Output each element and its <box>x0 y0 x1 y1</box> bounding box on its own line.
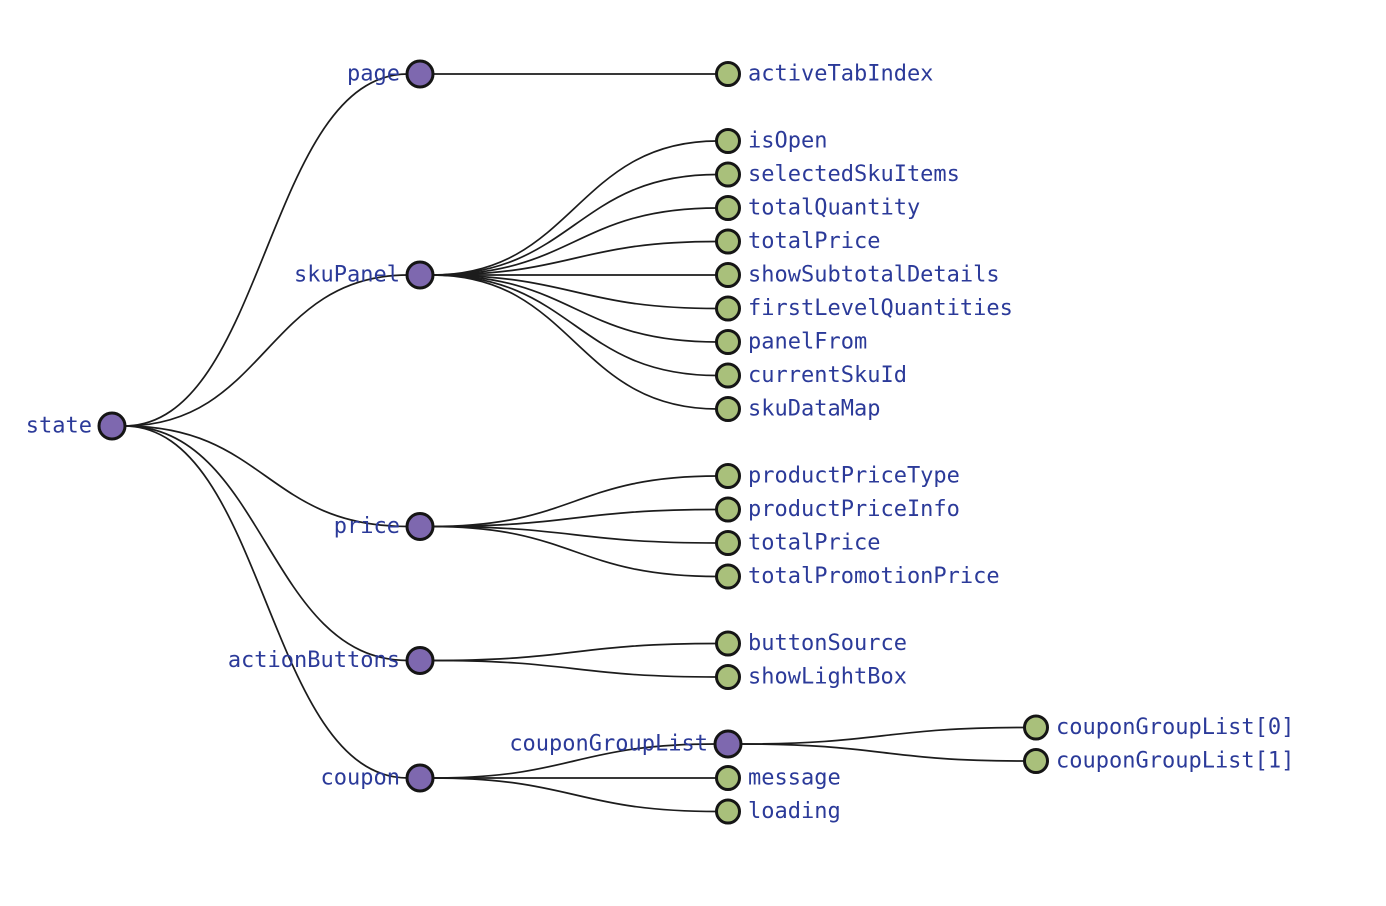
tree-link-actionButtons-showLightBox <box>431 659 719 678</box>
tree-link-skuPanel-selectedSkuItems <box>431 173 719 276</box>
tree-link-skuPanel-skuDataMap <box>431 274 719 410</box>
tree-label-firstLevelQuantities[interactable]: firstLevelQuantities <box>748 296 1013 321</box>
tree-node-selectedSkuItems[interactable] <box>715 161 741 188</box>
tree-node-price[interactable] <box>405 512 435 541</box>
tree-link-price-productPriceType <box>431 475 719 528</box>
tree-label-isOpen[interactable]: isOpen <box>748 129 827 154</box>
tree-label-activeTabIndex[interactable]: activeTabIndex <box>748 62 933 87</box>
tree-label-state[interactable]: state <box>26 414 92 439</box>
nodes-layer <box>97 59 1049 825</box>
tree-label-loading[interactable]: loading <box>748 799 841 824</box>
tree-label-skuDataMap[interactable]: skuDataMap <box>748 397 880 422</box>
tree-link-state-actionButtons <box>123 425 409 662</box>
tree-label-productPriceType[interactable]: productPriceType <box>748 464 960 489</box>
tree-node-message[interactable] <box>715 765 741 791</box>
tree-link-state-coupon <box>123 425 409 779</box>
tree-node-isOpen[interactable] <box>715 128 741 154</box>
tree-label-skuPanel[interactable]: skuPanel <box>294 263 400 288</box>
tree-node-firstLevelQuantities[interactable] <box>715 295 741 322</box>
tree-node-price-totalPrice[interactable] <box>715 530 741 556</box>
tree-label-message[interactable]: message <box>748 766 841 791</box>
tree-link-couponGroupList-couponGroupList-1 <box>739 743 1027 762</box>
tree-link-state-skuPanel <box>123 274 409 427</box>
tree-node-coupon[interactable] <box>405 763 435 793</box>
tree-label-coupon[interactable]: coupon <box>321 766 400 791</box>
tree-node-page[interactable] <box>405 59 435 89</box>
tree-link-skuPanel-isOpen <box>431 140 719 276</box>
tree-link-price-totalPromotionPrice <box>431 525 719 578</box>
tree-label-couponGroupList-1[interactable]: couponGroupList[1] <box>1056 749 1294 774</box>
tree-label-showSubtotalDetails[interactable]: showSubtotalDetails <box>748 263 1000 288</box>
tree-node-activeTabIndex[interactable] <box>715 61 741 87</box>
tree-label-couponGroupList-0[interactable]: couponGroupList[0] <box>1056 715 1294 740</box>
tree-node-couponGroupList-1[interactable] <box>1023 748 1049 774</box>
tree-node-showLightBox[interactable] <box>715 664 741 690</box>
labels-layer: state page activeTabIndex skuPanel isOpen sel… <box>26 62 1295 825</box>
tree-node-productPriceType[interactable] <box>715 463 741 489</box>
tree-link-coupon-loading <box>431 777 719 813</box>
tree-node-skuPanel[interactable] <box>405 260 435 290</box>
tree-label-price-totalPrice[interactable]: totalPrice <box>748 531 880 556</box>
tree-label-actionButtons[interactable]: actionButtons <box>228 648 400 673</box>
tree-label-panelFrom[interactable]: panelFrom <box>748 330 867 355</box>
tree-node-productPriceInfo[interactable] <box>715 496 741 523</box>
tree-label-totalQuantity[interactable]: totalQuantity <box>748 196 920 221</box>
tree-label-page[interactable]: page <box>347 62 400 87</box>
tree-node-actionButtons[interactable] <box>405 646 435 675</box>
tree-node-totalQuantity[interactable] <box>715 195 741 221</box>
tree-link-price-productPriceInfo <box>431 508 719 528</box>
tree-label-currentSkuId[interactable]: currentSkuId <box>748 363 907 388</box>
tree-link-skuPanel-totalQuantity <box>431 207 719 276</box>
tree-label-selectedSkuItems[interactable]: selectedSkuItems <box>748 162 960 187</box>
tree-link-couponGroupList-couponGroupList-0 <box>739 726 1027 745</box>
tree-link-skuPanel-firstLevelQuantities <box>431 274 719 310</box>
tree-label-productPriceInfo[interactable]: productPriceInfo <box>748 497 960 522</box>
tree-label-skuPanel-totalPrice[interactable]: totalPrice <box>748 229 880 254</box>
tree-node-skuPanel-totalPrice[interactable] <box>715 228 741 255</box>
tree-link-skuPanel-panelFrom <box>431 274 719 343</box>
tree-link-skuPanel-skuPanel-totalPrice <box>431 240 719 276</box>
tree-node-totalPromotionPrice[interactable] <box>715 563 741 590</box>
tree-node-couponGroupList[interactable] <box>713 729 743 759</box>
tree-node-couponGroupList-0[interactable] <box>1023 714 1049 741</box>
tree-label-buttonSource[interactable]: buttonSource <box>748 631 907 656</box>
tree-link-state-price <box>123 425 409 528</box>
tree-node-buttonSource[interactable] <box>715 630 741 657</box>
tree-link-state-page <box>123 73 409 427</box>
tree-node-showSubtotalDetails[interactable] <box>715 262 741 288</box>
tree-node-state[interactable] <box>97 411 127 441</box>
tree-label-couponGroupList[interactable]: couponGroupList <box>509 732 708 757</box>
tree-label-totalPromotionPrice[interactable]: totalPromotionPrice <box>748 564 1000 589</box>
tree-node-currentSkuId[interactable] <box>715 362 741 389</box>
tree-node-loading[interactable] <box>715 798 741 825</box>
tree-label-showLightBox[interactable]: showLightBox <box>748 665 907 690</box>
tree-node-panelFrom[interactable] <box>715 329 741 355</box>
tree-link-actionButtons-buttonSource <box>431 642 719 662</box>
tree-link-skuPanel-currentSkuId <box>431 274 719 377</box>
tree-label-price[interactable]: price <box>334 514 400 539</box>
tree-node-skuDataMap[interactable] <box>715 396 741 422</box>
tree-link-price-price-totalPrice <box>431 525 719 544</box>
